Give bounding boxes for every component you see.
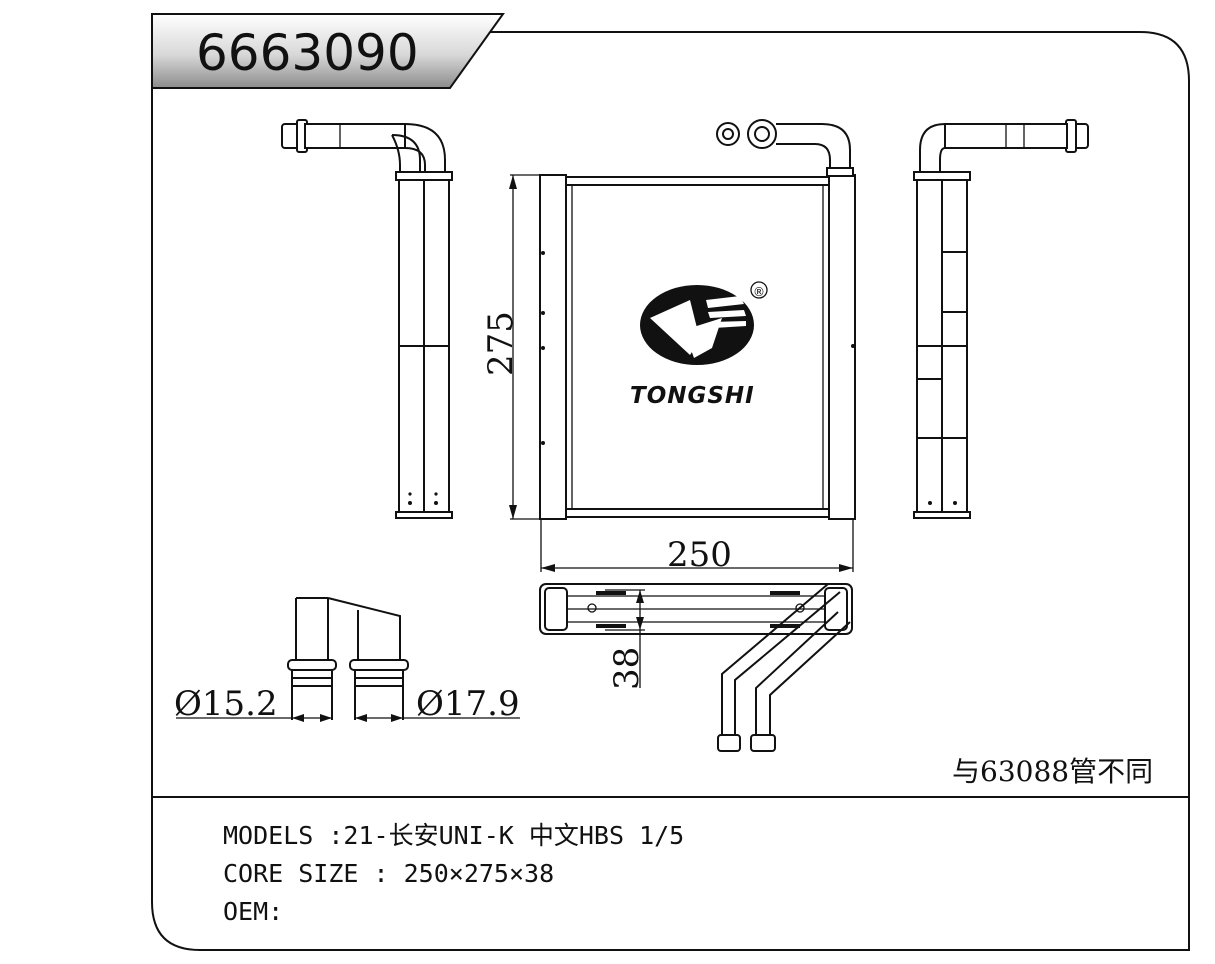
spec-block: MODELS :21-长安UNI-K 中文HBS 1/5 CORE SIZE :… [223, 821, 684, 926]
top-view: 38 [539, 583, 853, 752]
core-size-line: CORE SIZE : 250×275×38 [223, 859, 554, 888]
height-dimension: 275 [481, 311, 521, 376]
oem-line: OEM: [223, 897, 283, 926]
right-side-view [913, 119, 1089, 519]
tongshi-logo: ® TONGSHI [630, 281, 768, 409]
models-line: MODELS :21-长安UNI-K 中文HBS 1/5 [223, 821, 684, 850]
brand-name: TONGSHI [630, 383, 755, 409]
part-number-tab: 6663090 [151, 13, 505, 89]
small-pipe-diameter: Ø15.2 [174, 684, 278, 724]
pipe-detail: Ø15.2 Ø17.9 [174, 597, 520, 724]
large-pipe-diameter: Ø17.9 [416, 684, 520, 724]
front-view: ® TONGSHI 275 250 [481, 119, 856, 575]
left-side-view [281, 119, 453, 519]
registered-mark: ® [753, 285, 765, 299]
width-dimension: 250 [667, 535, 732, 575]
part-number: 6663090 [196, 24, 419, 82]
pipe-difference-note: 与63088管不同 [952, 755, 1153, 788]
outer-frame [151, 31, 1190, 951]
depth-dimension: 38 [607, 647, 647, 690]
